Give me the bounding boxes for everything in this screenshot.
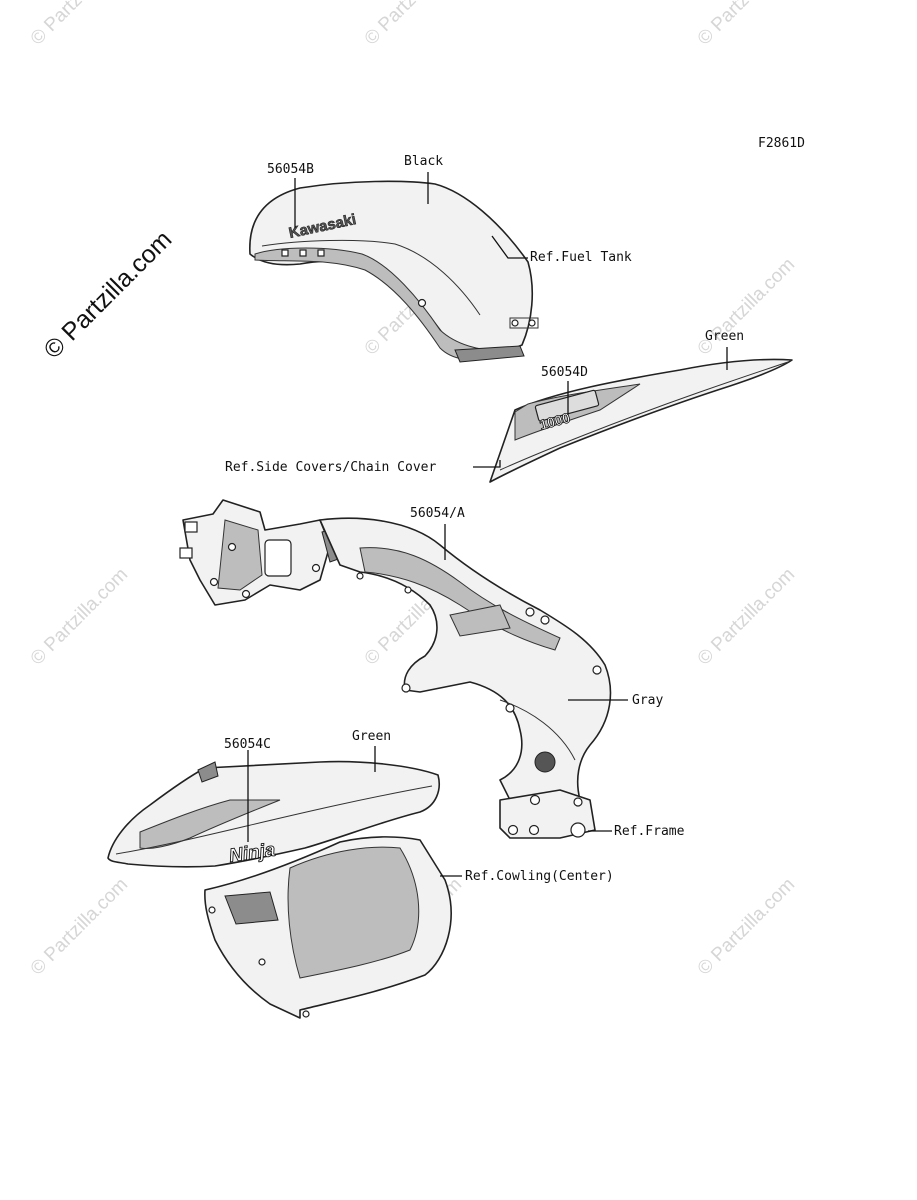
frame-bolt bbox=[404, 586, 412, 594]
frame-bolt bbox=[592, 665, 602, 675]
leader-line bbox=[491, 235, 528, 259]
watermark: © Partzilla.com bbox=[694, 874, 799, 979]
frame-bolt bbox=[573, 797, 583, 807]
frame-color-label: Gray bbox=[632, 693, 663, 708]
frame-bolt bbox=[505, 703, 515, 713]
watermark: © Partzilla.com bbox=[694, 564, 799, 669]
tank-mount-hole bbox=[317, 249, 325, 257]
frame-bolt bbox=[241, 589, 251, 599]
watermark: © Partzilla.com bbox=[27, 874, 132, 979]
frame-bolt bbox=[528, 824, 540, 836]
cowl-part-number: 56054C bbox=[224, 737, 271, 752]
callout-lines bbox=[247, 172, 728, 877]
frame-bolt bbox=[570, 822, 586, 838]
cowl-color-label: Green bbox=[352, 729, 391, 744]
frame-bolt bbox=[209, 577, 219, 587]
frame-bolt bbox=[525, 607, 535, 617]
frame-window bbox=[264, 539, 292, 577]
tank-bolt bbox=[528, 319, 536, 327]
frame-lug bbox=[179, 547, 193, 559]
tank-color-label: Black bbox=[404, 154, 443, 169]
frame-bolt bbox=[529, 794, 541, 806]
frame-bolt bbox=[227, 542, 237, 552]
tank-bolt bbox=[511, 319, 519, 327]
watermark: © Partzilla.com bbox=[27, 564, 132, 669]
frame-lug bbox=[184, 521, 198, 533]
watermark: © Partzilla.com bbox=[361, 0, 466, 50]
watermark-main: © Partzilla.com bbox=[38, 225, 177, 364]
side-ref-label: Ref.Side Covers/Chain Cover bbox=[225, 460, 436, 475]
side-logo-plate bbox=[534, 389, 600, 422]
watermark: © Partzilla.com bbox=[27, 0, 132, 50]
tank-mount-hole bbox=[281, 249, 289, 257]
cowl-ref-label: Ref.Cowling(Center) bbox=[465, 869, 614, 884]
cowl-bolt bbox=[302, 1010, 310, 1018]
frame-bolt bbox=[401, 683, 411, 693]
tank-mount-hole bbox=[299, 249, 307, 257]
side-color-label: Green bbox=[705, 329, 744, 344]
frame-drawing bbox=[179, 499, 612, 839]
side-cover-drawing: 1000 bbox=[489, 358, 793, 483]
callout-labels: 56054B Black Ref.Fuel Tank Green 56054D … bbox=[224, 154, 744, 884]
figure-code: F2861D bbox=[758, 136, 805, 151]
tank-bolt bbox=[417, 298, 427, 308]
cowl-bolt bbox=[258, 958, 266, 966]
cowl-bolt bbox=[208, 906, 216, 914]
tank-ref-label: Ref.Fuel Tank bbox=[530, 250, 632, 265]
frame-bolt bbox=[507, 824, 519, 836]
fuel-tank-drawing: Kawasaki bbox=[249, 180, 539, 363]
frame-bolt bbox=[311, 563, 321, 573]
frame-part-number: 56054/A bbox=[410, 506, 465, 521]
tank-part-number: 56054B bbox=[267, 162, 314, 177]
frame-bolt bbox=[356, 572, 364, 580]
frame-ref-label: Ref.Frame bbox=[614, 824, 685, 839]
cowling-drawing: Ninja bbox=[107, 760, 452, 1019]
watermark: © Partzilla.com bbox=[694, 0, 799, 50]
leader-line bbox=[473, 460, 501, 468]
side-part-number: 56054D bbox=[541, 365, 588, 380]
frame-bolt bbox=[540, 615, 550, 625]
frame-pivot bbox=[534, 751, 556, 773]
